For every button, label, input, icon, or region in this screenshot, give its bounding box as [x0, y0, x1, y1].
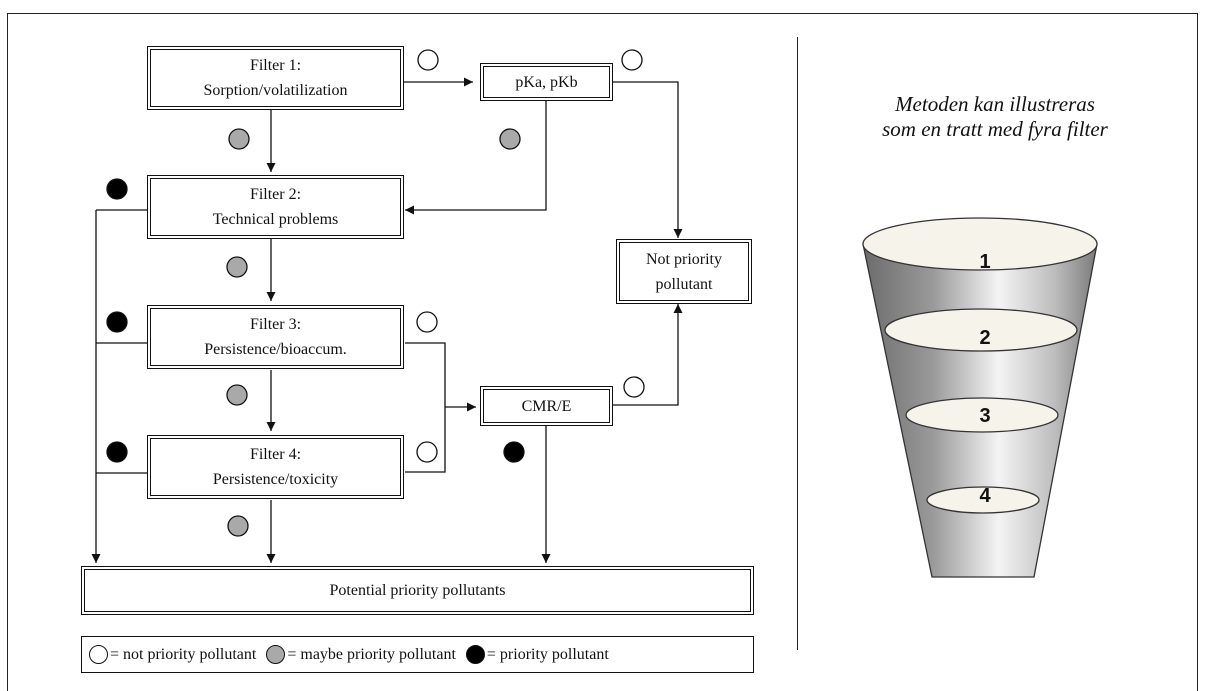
filter2-title: Filter 2: [249, 186, 302, 203]
funnel-level-2 [884, 308, 1078, 352]
not-priority-indicator [623, 376, 645, 398]
vertical-divider [797, 37, 798, 650]
pka-box: pKa, pKb [480, 63, 613, 101]
funnel-illustration: 1 2 3 4 [862, 217, 1098, 578]
caption-line-2: som en tratt med fyra filter [882, 117, 1108, 141]
not-priority-line2: pollutant [655, 275, 713, 293]
funnel-label-3: 3 [979, 405, 990, 427]
priority-indicator [106, 311, 128, 333]
legend-item-maybe-priority: = maybe priority pollutant [266, 645, 456, 664]
maybe-priority-indicator [226, 256, 248, 278]
arrow-pka-to-notpriority [611, 81, 683, 238]
legend-priority-label: = priority pollutant [486, 645, 609, 663]
not-priority-indicator [621, 49, 643, 71]
not-priority-indicator [417, 49, 439, 71]
filter4-title: Filter 4: [249, 446, 302, 463]
priority-indicator [106, 178, 128, 200]
legend-not-priority-label: = not priority pollutant [110, 645, 257, 663]
figure-frame [7, 13, 1198, 691]
priority-indicator [106, 441, 128, 463]
legend-item-priority: = priority pollutant [465, 645, 609, 664]
arrow-cmr-to-notpriority [612, 304, 683, 406]
filter2-subtitle: Technical problems [212, 211, 339, 228]
legend-maybe-priority-label: = maybe priority pollutant [287, 645, 456, 663]
maybe-priority-indicator [499, 128, 521, 150]
funnel-caption: Metoden kan illustreras som en tratt med… [810, 92, 1180, 142]
legend: = not priority pollutant = maybe priorit… [81, 636, 754, 673]
not-priority-indicator [416, 441, 438, 463]
filter4-subtitle: Persistence/toxicity [212, 471, 339, 488]
not-priority-indicator [416, 311, 438, 333]
not-priority-box: Not priority pollutant [616, 239, 752, 304]
black-circle-icon [465, 645, 485, 664]
maybe-priority-indicator [228, 128, 250, 150]
filter1-title: Filter 1: [249, 57, 302, 74]
arrow-pka-to-f2 [405, 98, 547, 215]
white-circle-icon [89, 645, 108, 664]
gray-circle-icon [266, 645, 286, 664]
caption-line-1: Metoden kan illustreras [895, 92, 1095, 116]
filter2-box: Filter 2: Technical problems [147, 175, 404, 239]
filter3-box: Filter 3: Persistence/bioaccum. [147, 305, 404, 369]
filter3-title: Filter 3: [249, 316, 302, 333]
maybe-priority-indicator [227, 515, 249, 537]
cmr-box: CMR/E [480, 386, 613, 426]
filter1-box: Filter 1: Sorption/volatilization [147, 46, 404, 110]
funnel-label-1: 1 [979, 251, 990, 273]
potential-label: Potential priority pollutants [329, 582, 506, 599]
legend-item-not-priority: = not priority pollutant [89, 645, 256, 664]
priority-indicator [503, 441, 525, 463]
funnel-level-3 [905, 397, 1059, 433]
potential-box: Potential priority pollutants [81, 566, 754, 615]
maybe-priority-indicator [226, 384, 248, 406]
funnel-level-1 [862, 217, 1098, 271]
pka-label: pKa, pKb [515, 73, 578, 91]
funnel-label-4: 4 [979, 485, 991, 507]
funnel-level-4 [926, 486, 1040, 514]
cmr-label: CMR/E [521, 397, 572, 415]
funnel-label-2: 2 [979, 327, 990, 349]
filter3-subtitle: Persistence/bioaccum. [204, 341, 347, 358]
filter4-box: Filter 4: Persistence/toxicity [147, 435, 404, 499]
not-priority-line1: Not priority [646, 250, 722, 268]
filter1-subtitle: Sorption/volatilization [203, 82, 348, 99]
